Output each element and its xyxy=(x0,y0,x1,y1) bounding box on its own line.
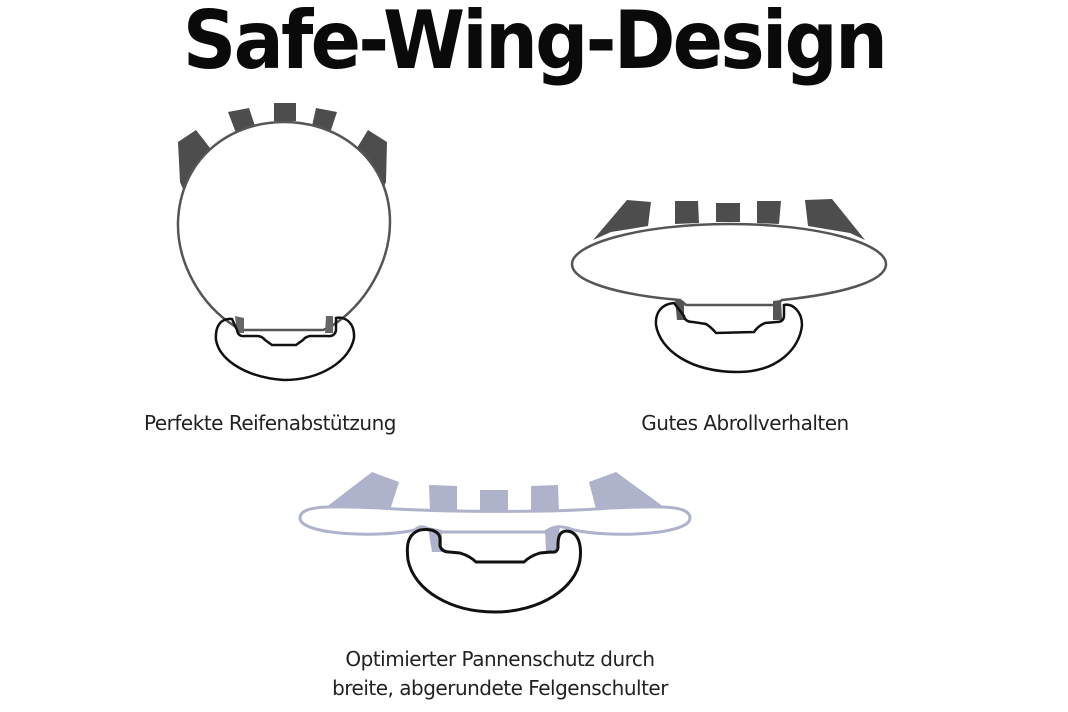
safe-wing-tire-diagram xyxy=(298,472,692,614)
wide-tire-rim xyxy=(654,301,804,374)
safe-wing-tire-bead-right xyxy=(545,527,560,552)
caption-wide-tire: Gutes Abrollverhalten xyxy=(641,411,849,435)
page-title: Safe-Wing-Design xyxy=(182,0,888,87)
safe-wing-tire-body xyxy=(298,505,692,536)
wide-tire-tread xyxy=(593,199,865,240)
safe-wing-tire-rim xyxy=(405,528,582,614)
round-tire-diagram xyxy=(176,103,392,382)
wide-tire-diagram xyxy=(570,199,888,374)
wide-tire-body xyxy=(570,222,888,307)
caption-round-tire: Perfekte Reifenabstützung xyxy=(144,411,396,435)
caption-line-2: breite, abgerundete Felgenschulter xyxy=(332,676,668,700)
round-tire-bead-right xyxy=(325,316,333,333)
caption-line-1: Optimierter Pannenschutz durch xyxy=(345,647,655,671)
round-tire-rim xyxy=(214,316,356,382)
round-tire-body xyxy=(176,120,392,332)
caption-safe-wing-tire: Optimierter Pannenschutz durch breite, a… xyxy=(270,645,730,703)
wide-tire-bead-right xyxy=(773,300,782,320)
round-tire-tread xyxy=(178,103,387,196)
safe-wing-tire-tread xyxy=(325,472,664,514)
